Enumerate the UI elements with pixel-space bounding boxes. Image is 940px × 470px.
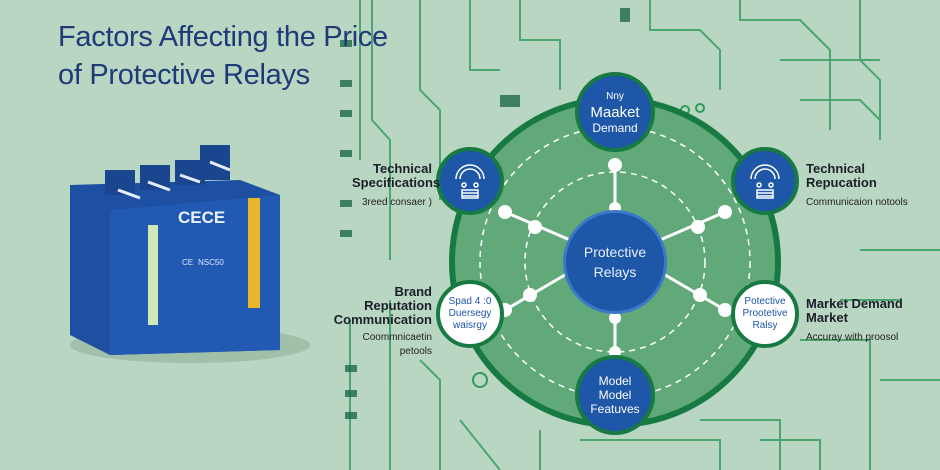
title-line-1: Factors Affecting the Price (58, 21, 388, 53)
right-bottom-line-3: Ralsy (752, 320, 778, 331)
node-protective-relay: Potective Prootetive Ralsy (731, 280, 799, 348)
label-line: Market (806, 310, 848, 325)
page-title: Factors Affecting the Price of Protectiv… (58, 18, 388, 94)
node-technical-reputation (731, 147, 799, 215)
center-line-1: Protective (583, 244, 647, 260)
label-technical-reputation: Technical Repucation Communicaion notool… (806, 162, 908, 210)
left-bottom-line-2: Duersegy (448, 308, 492, 319)
right-bottom-line-1: Potective (744, 296, 786, 307)
label-technical-specifications: Technical Specifications 3reed consaer ) (352, 161, 441, 210)
right-bottom-line-2: Prootetive (742, 308, 788, 319)
gauge-icon (455, 164, 485, 199)
center-line-2: Relays (593, 264, 637, 280)
label-line: Technical (806, 161, 866, 176)
label-line: Reputation (364, 298, 432, 313)
device-ce-mark: CE (182, 258, 193, 267)
label-sub: 3reed consaer ) (361, 197, 432, 208)
gauge-icon (750, 164, 780, 199)
bottom-node-line-1: Model (598, 374, 632, 388)
label-sub: Accuray with proosol (806, 332, 899, 343)
label-line: Communication (333, 312, 432, 327)
title-line-2: of Protective Relays (58, 59, 310, 91)
node-brand-reputation: Spad 4 :0 Duersegy waisrgy (436, 280, 504, 348)
top-node-line-1: Nny (606, 90, 624, 102)
left-bottom-line-3: waisrgy (453, 320, 487, 331)
device-brand: CECE (178, 208, 225, 227)
label-brand-reputation: Brand Reputation Communication Coommnica… (330, 285, 432, 359)
node-model-features: Model Model Featuves (575, 355, 655, 435)
label-line: Technical (372, 161, 432, 176)
bottom-node-line-2: Model (598, 388, 632, 402)
node-market-demand: Nny Maaket Demand (575, 72, 655, 152)
left-bottom-line-1: Spad 4 :0 (448, 296, 492, 307)
center-node-protective-relays: Protective Relays (563, 210, 667, 314)
node-technical-specifications (436, 147, 504, 215)
label-line: Market Demand (806, 296, 903, 311)
protective-relay-device: CECE CE NSC50 (70, 145, 310, 363)
label-market-demand: Market Demand Market Accuray with prooso… (806, 297, 903, 345)
label-sub: Communicaion notools (806, 197, 908, 208)
top-node-line-2: Maaket (590, 103, 640, 121)
device-model: NSC50 (198, 258, 224, 267)
label-line: Brand (394, 284, 432, 299)
bottom-node-line-3: Featuves (590, 402, 640, 416)
top-node-line-3: Demand (592, 120, 638, 135)
label-line: Specifications (352, 175, 441, 190)
label-sub: Coommnicaetin petools (362, 332, 432, 357)
label-line: Repucation (806, 175, 877, 190)
